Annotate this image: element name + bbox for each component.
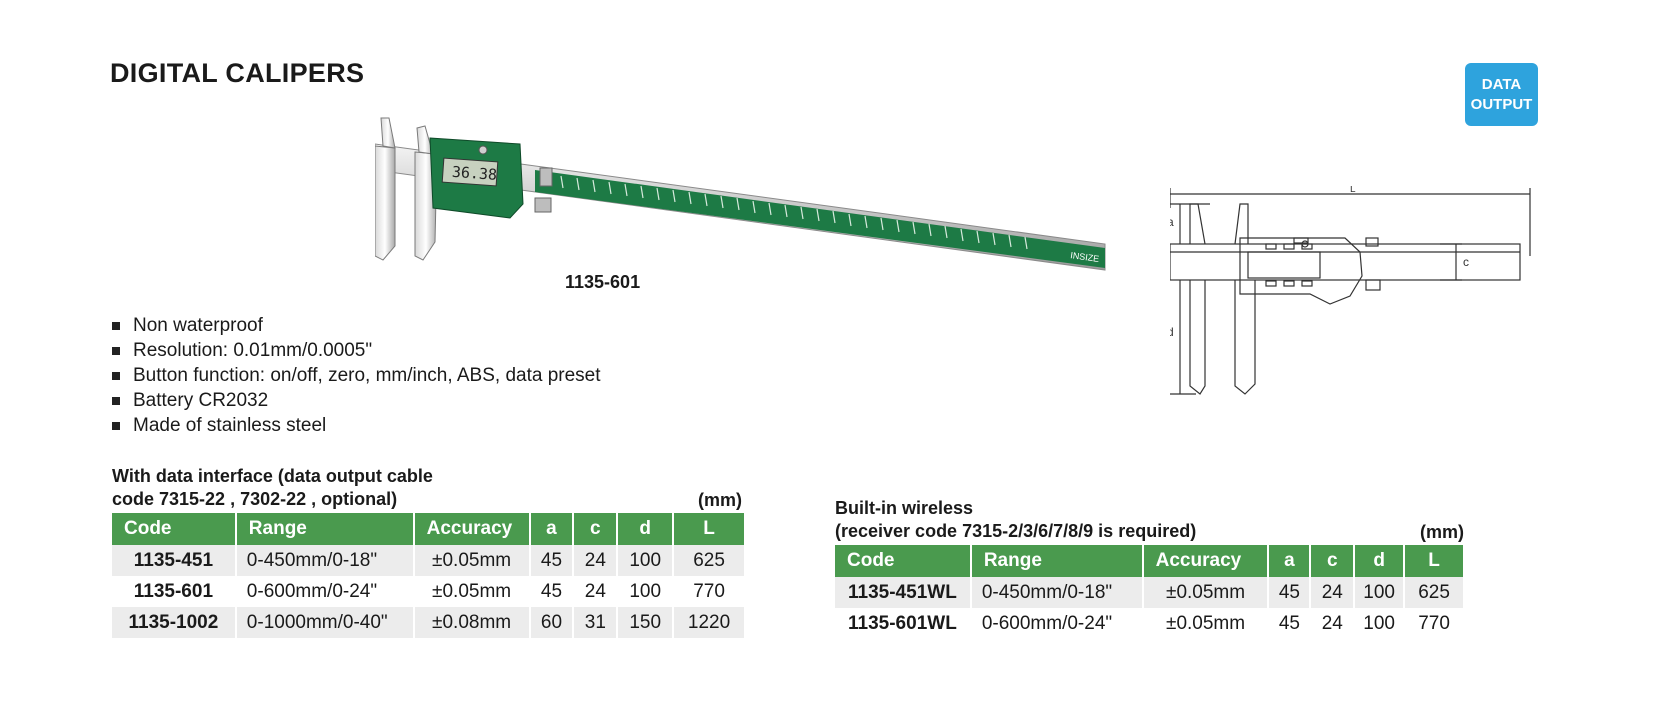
col-c: c <box>573 513 619 545</box>
cell-d: 150 <box>617 607 675 638</box>
feature-text: Non waterproof <box>133 315 263 336</box>
table2-caption: Built-in wireless (receiver code 7315-2/… <box>835 497 1196 543</box>
cell-a: 45 <box>1268 577 1312 608</box>
table1-caption: With data interface (data output cable c… <box>112 465 433 511</box>
cell-code: 1135-451 <box>112 545 237 576</box>
dimension-diagram: L a c d <box>1170 186 1531 395</box>
table1-caption-line2: code 7315-22 , 7302-22 , optional) <box>112 489 398 509</box>
table1-unit: (mm) <box>698 490 742 510</box>
model-label: 1135-601 <box>565 272 641 292</box>
cell-a: 60 <box>529 607 575 638</box>
svg-text:INSIZE: INSIZE <box>1070 250 1100 264</box>
col-code: Code <box>835 545 972 577</box>
square-bullet-icon <box>112 346 120 355</box>
square-bullet-icon <box>112 371 120 380</box>
cell-accuracy: ±0.05mm <box>1142 608 1270 639</box>
cell-a: 45 <box>529 576 575 607</box>
table1-caption-line1: With data interface (data output cable <box>112 466 433 486</box>
cell-range: 0-1000mm/0-40" <box>235 607 415 638</box>
cell-accuracy: ±0.05mm <box>413 576 531 607</box>
table-row: 1135-451 0-450mm/0-18" ±0.05mm 45 24 100… <box>112 545 746 576</box>
feature-item: Battery CR2032 <box>112 388 601 413</box>
cell-d: 100 <box>1354 608 1406 639</box>
cell-d: 100 <box>1354 577 1406 608</box>
svg-text:36.38: 36.38 <box>451 163 497 184</box>
cell-l: 625 <box>673 545 746 576</box>
table2-unit: (mm) <box>1420 522 1464 542</box>
diagram-label-l: L <box>1350 186 1356 195</box>
feature-item: Made of stainless steel <box>112 413 601 438</box>
square-bullet-icon <box>112 421 120 430</box>
cell-c: 24 <box>573 545 619 576</box>
cell-range: 0-450mm/0-18" <box>235 545 415 576</box>
table-row: 1135-601WL 0-600mm/0-24" ±0.05mm 45 24 1… <box>835 608 1465 639</box>
cell-c: 24 <box>573 576 619 607</box>
cell-accuracy: ±0.08mm <box>413 607 531 638</box>
badge-line-2: OUTPUT <box>1470 95 1533 113</box>
table2-caption-line1: Built-in wireless <box>835 498 974 518</box>
diagram-label-a: a <box>1170 215 1174 229</box>
data-output-badge: DATA OUTPUT <box>1465 63 1538 126</box>
col-accuracy: Accuracy <box>1142 545 1270 577</box>
cell-code: 1135-601WL <box>835 608 972 639</box>
feature-item: Resolution: 0.01mm/0.0005" <box>112 338 601 363</box>
feature-text: Resolution: 0.01mm/0.0005" <box>133 340 373 361</box>
feature-item: Non waterproof <box>112 313 601 338</box>
feature-text: Made of stainless steel <box>133 415 327 436</box>
cell-accuracy: ±0.05mm <box>1142 577 1270 608</box>
cell-c: 31 <box>573 607 619 638</box>
cell-range: 0-450mm/0-18" <box>970 577 1144 608</box>
cell-l: 770 <box>1404 608 1465 639</box>
col-range: Range <box>235 513 415 545</box>
cell-c: 24 <box>1310 577 1356 608</box>
cell-code: 1135-451WL <box>835 577 972 608</box>
table-header-row: Code Range Accuracy a c d L <box>112 513 746 545</box>
cell-range: 0-600mm/0-24" <box>970 608 1144 639</box>
square-bullet-icon <box>112 321 120 330</box>
cell-c: 24 <box>1310 608 1356 639</box>
cell-range: 0-600mm/0-24" <box>235 576 415 607</box>
page-title: DIGITAL CALIPERS <box>110 58 365 88</box>
feature-list: Non waterproof Resolution: 0.01mm/0.0005… <box>112 313 601 438</box>
table2-caption-line2: (receiver code 7315-2/3/6/7/8/9 is requi… <box>835 521 1197 541</box>
col-d: d <box>1354 545 1406 577</box>
table-row: 1135-601 0-600mm/0-24" ±0.05mm 45 24 100… <box>112 576 746 607</box>
feature-item: Button function: on/off, zero, mm/inch, … <box>112 363 601 388</box>
feature-text: Button function: on/off, zero, mm/inch, … <box>133 365 601 386</box>
col-c: c <box>1310 545 1356 577</box>
table1: Code Range Accuracy a c d L 1135-451 0-4… <box>112 513 746 638</box>
square-bullet-icon <box>112 396 120 405</box>
cell-accuracy: ±0.05mm <box>413 545 531 576</box>
diagram-label-c: c <box>1463 255 1469 269</box>
digital-caliper-image: INSIZE 36.38 <box>375 117 1106 271</box>
cell-l: 770 <box>673 576 746 607</box>
feature-text: Battery CR2032 <box>133 390 269 411</box>
col-a: a <box>1268 545 1312 577</box>
cell-l: 1220 <box>673 607 746 638</box>
table2: Code Range Accuracy a c d L 1135-451WL 0… <box>835 545 1465 639</box>
col-accuracy: Accuracy <box>413 513 531 545</box>
table-row: 1135-451WL 0-450mm/0-18" ±0.05mm 45 24 1… <box>835 577 1465 608</box>
col-l: L <box>673 513 746 545</box>
col-a: a <box>529 513 575 545</box>
cell-code: 1135-1002 <box>112 607 237 638</box>
cell-l: 625 <box>1404 577 1465 608</box>
cell-code: 1135-601 <box>112 576 237 607</box>
table-row: 1135-1002 0-1000mm/0-40" ±0.08mm 60 31 1… <box>112 607 746 638</box>
col-code: Code <box>112 513 237 545</box>
col-d: d <box>617 513 675 545</box>
col-l: L <box>1404 545 1465 577</box>
diagram-label-d: d <box>1170 325 1174 339</box>
cell-a: 45 <box>529 545 575 576</box>
col-range: Range <box>970 545 1144 577</box>
badge-line-1: DATA <box>1481 75 1522 93</box>
cell-d: 100 <box>617 576 675 607</box>
cell-d: 100 <box>617 545 675 576</box>
table-header-row: Code Range Accuracy a c d L <box>835 545 1465 577</box>
cell-a: 45 <box>1268 608 1312 639</box>
